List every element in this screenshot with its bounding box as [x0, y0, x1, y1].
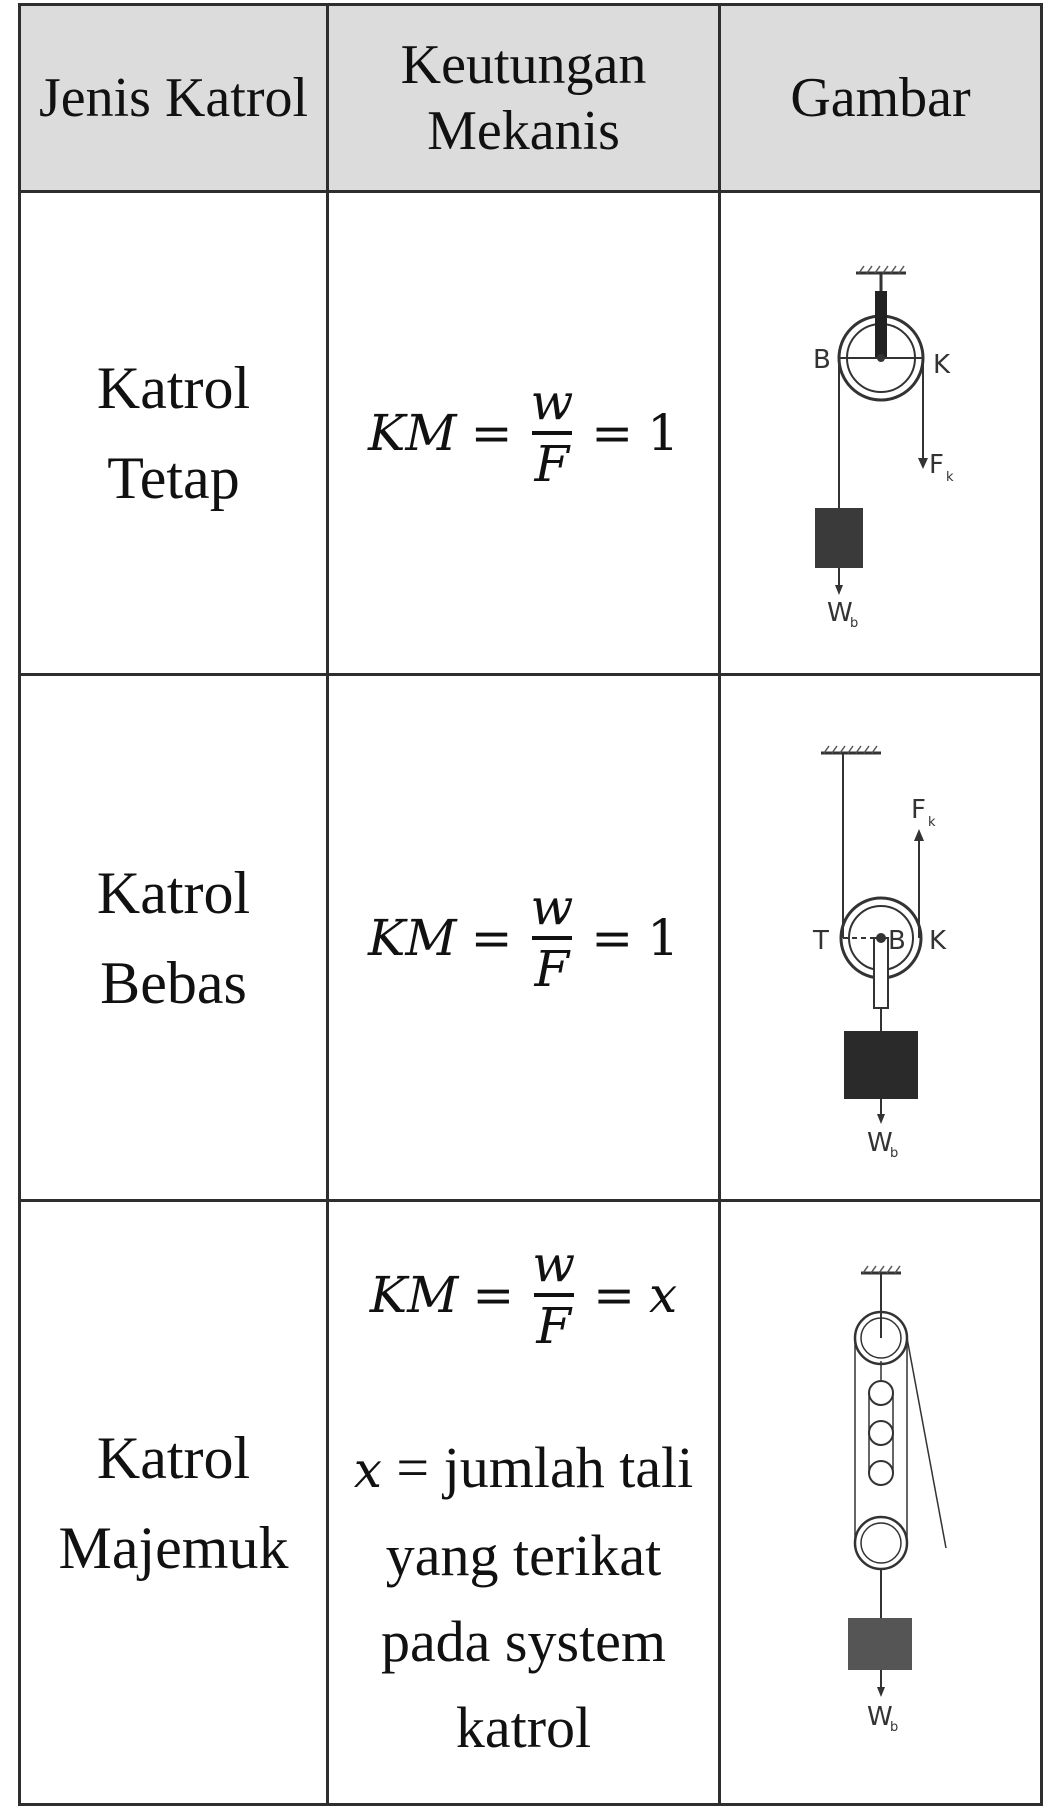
note-variable: x	[353, 1440, 382, 1499]
formula-lhs: KM	[369, 1265, 459, 1324]
pulley-bracket	[874, 291, 887, 359]
pulley-bottom-inner	[859, 1521, 902, 1564]
load-block	[843, 1030, 918, 1099]
pulley-bottom	[853, 1515, 908, 1570]
formula-fraction: w F	[530, 878, 573, 998]
label-W: W	[867, 1128, 893, 1158]
header-type: Jenis Katrol	[18, 3, 329, 193]
formula-equals: =	[593, 1265, 635, 1324]
formula-note: x = jumlah tali yang terikat pada system…	[329, 1425, 718, 1771]
fraction-bar	[533, 1292, 574, 1297]
formula: KM = w F = 1	[368, 373, 679, 493]
weight-arrow	[876, 1686, 885, 1697]
header-km-line2: Mekanis	[427, 100, 620, 162]
label-F: F	[929, 450, 944, 480]
row-name-line1: Katrol	[96, 859, 251, 926]
formula-cell: KM = w F = 1	[326, 673, 721, 1202]
label-W-sub: b	[850, 616, 858, 631]
formula-denominator: F	[534, 435, 570, 493]
table-row: Katrol Bebas KM = w F = 1	[18, 673, 1043, 1202]
row-name-line1: Katrol	[96, 1424, 251, 1491]
note-line4: katrol	[455, 1694, 592, 1760]
pulley-small-1	[867, 1379, 894, 1406]
label-W-sub: b	[890, 1720, 898, 1735]
formula-equals: =	[472, 1265, 515, 1324]
load-block	[847, 1617, 912, 1670]
row-name-line1: Katrol	[96, 355, 251, 421]
formula-denominator: F	[534, 939, 570, 998]
load-block	[814, 508, 863, 568]
formula-fraction: w F	[530, 373, 573, 493]
label-F: F	[911, 795, 926, 825]
fraction-bar	[531, 431, 572, 435]
note-line3: pada system	[380, 1608, 667, 1674]
header-figure: Gambar	[718, 3, 1043, 193]
effort-arrow	[913, 828, 924, 841]
row-name-cell: Katrol Tetap	[18, 190, 329, 676]
row-name-line2: Tetap	[107, 445, 240, 511]
label-F-sub: k	[928, 815, 936, 830]
formula-denominator: F	[536, 1296, 572, 1355]
formula-lhs: KM	[368, 404, 457, 462]
header-mechanical-advantage: Keutungan Mekanis	[326, 3, 721, 193]
formula-equals: =	[591, 404, 634, 462]
formula-lhs: KM	[368, 908, 457, 967]
formula-numerator: w	[532, 1234, 576, 1293]
formula: KM = w F = x	[370, 1235, 677, 1355]
formula-equals: =	[591, 908, 634, 967]
pulley-table: Jenis Katrol Keutungan Mekanis Gambar Ka…	[18, 3, 1043, 1806]
table-row: Katrol Majemuk KM = w F = x x = jumlah t…	[18, 1199, 1043, 1806]
fixed-pulley-diagram: B K F k W b	[813, 265, 954, 631]
pulley-axle	[876, 354, 885, 362]
figure-cell: B K F k W b	[718, 190, 1043, 676]
pulley-small-3	[867, 1459, 894, 1486]
figure-cell: W b	[718, 1199, 1043, 1806]
pulley-small-2	[867, 1419, 894, 1446]
label-W-sub: b	[890, 1146, 898, 1161]
pulley-top-inner	[859, 1316, 902, 1359]
ceiling-hatch	[822, 745, 878, 753]
ropes	[853, 1337, 947, 1548]
header-row: Jenis Katrol Keutungan Mekanis Gambar	[18, 3, 1043, 193]
weight-arrow	[834, 585, 843, 595]
label-W: W	[867, 1702, 893, 1732]
figure-cell: T B K F k W b	[718, 673, 1043, 1202]
label-K: K	[929, 926, 947, 956]
ceiling-hatch	[861, 1265, 901, 1273]
formula-numerator: w	[530, 877, 574, 936]
header-km-line1: Keutungan	[400, 34, 647, 96]
fraction-bar	[531, 935, 572, 940]
movable-pulley-diagram: T B K F k W b	[812, 745, 947, 1161]
label-T: T	[812, 926, 829, 956]
formula-cell: KM = w F = 1	[326, 190, 721, 676]
compound-pulley-diagram: W b	[847, 1265, 947, 1735]
formula-equals: =	[470, 404, 513, 462]
table-row: Katrol Tetap KM = w F = 1	[18, 190, 1043, 676]
note-line1: x = jumlah tali	[353, 1434, 694, 1500]
note-line2: yang terikat	[385, 1522, 662, 1588]
formula-fraction: w F	[532, 1235, 575, 1355]
formula-rhs: 1	[647, 908, 679, 967]
label-F-sub: k	[946, 470, 954, 485]
label-W: W	[827, 598, 853, 628]
label-K: K	[933, 350, 951, 380]
pulley-axle	[875, 932, 886, 943]
formula-rhs: 1	[647, 404, 679, 462]
label-B: B	[888, 926, 906, 956]
formula-rhs: x	[648, 1265, 678, 1324]
ceiling-hatch	[857, 265, 905, 274]
effort-arrow	[917, 458, 928, 469]
formula-cell: KM = w F = x x = jumlah tali yang terika…	[326, 1199, 721, 1806]
formula-numerator: w	[530, 373, 574, 431]
row-name-line2: Bebas	[100, 949, 247, 1016]
row-name-cell: Katrol Bebas	[18, 673, 329, 1202]
label-B: B	[813, 345, 831, 375]
row-name-line2: Majemuk	[58, 1514, 289, 1581]
formula: KM = w F = 1	[368, 878, 679, 998]
row-name-cell: Katrol Majemuk	[18, 1199, 329, 1806]
weight-arrow	[876, 1113, 885, 1124]
pulley-hanger	[872, 936, 889, 1009]
formula-equals: =	[470, 908, 513, 967]
